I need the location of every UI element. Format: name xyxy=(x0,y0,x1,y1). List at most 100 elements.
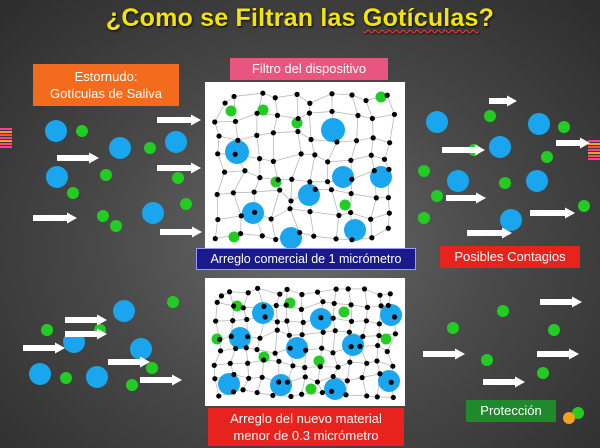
mesh-line xyxy=(332,330,336,353)
filter-node xyxy=(376,321,382,327)
filter-node xyxy=(254,389,260,396)
filter-node xyxy=(360,333,366,340)
filter-node xyxy=(212,376,218,382)
contagion-label: Posibles Contagios xyxy=(440,246,580,268)
filter-node xyxy=(245,290,251,296)
filter-node xyxy=(312,152,318,158)
filter-node xyxy=(226,289,233,295)
mesh-line xyxy=(217,215,242,220)
mesh-line xyxy=(290,179,293,201)
filter-label: Filtro del dispositivo xyxy=(230,58,388,80)
large-droplet xyxy=(29,363,51,385)
arrow-right-icon xyxy=(556,137,590,149)
filter-node xyxy=(215,216,221,223)
mesh-line xyxy=(229,348,237,364)
filter-node xyxy=(270,158,277,164)
filter-node xyxy=(286,332,292,338)
filter-node xyxy=(277,291,283,297)
filter-node xyxy=(216,393,222,399)
mesh-line xyxy=(214,219,219,239)
filter-node xyxy=(297,229,303,236)
mesh-line xyxy=(272,115,278,133)
filter-node xyxy=(330,373,336,380)
filter-node xyxy=(370,135,376,141)
filter-node xyxy=(294,91,300,97)
filter-node xyxy=(377,371,383,377)
filter-node xyxy=(363,318,370,324)
filter-node xyxy=(390,363,396,369)
small-droplet xyxy=(180,198,192,210)
small-droplet xyxy=(499,177,511,189)
small-droplet xyxy=(338,306,350,318)
large-droplet xyxy=(321,118,345,142)
arrow-right-icon xyxy=(483,376,525,388)
filter-node xyxy=(299,291,305,298)
mesh-line xyxy=(244,170,261,178)
small-droplet xyxy=(305,383,317,395)
small-droplet xyxy=(447,322,459,334)
filter-node xyxy=(319,389,326,396)
filter-node xyxy=(346,329,352,335)
small-droplet xyxy=(146,362,158,374)
filter-node xyxy=(302,364,308,371)
filter-node xyxy=(376,332,382,339)
mesh-line xyxy=(304,366,321,368)
filter-node xyxy=(314,289,321,295)
filter-node xyxy=(314,379,321,385)
mesh-line xyxy=(364,288,381,296)
mesh-line xyxy=(235,121,239,141)
filter-node xyxy=(307,209,313,215)
filter-node xyxy=(212,119,218,125)
mesh-line xyxy=(216,172,225,195)
filter-node xyxy=(317,364,323,370)
large-droplet xyxy=(324,378,346,400)
commercial-arrangement-label: Arreglo comercial de 1 micrómetro xyxy=(196,248,416,270)
mesh-line xyxy=(286,320,304,323)
filter-node xyxy=(299,332,305,338)
mesh-line xyxy=(327,141,338,162)
filter-node xyxy=(374,394,380,400)
filter-node xyxy=(284,379,291,385)
mesh-line xyxy=(297,131,302,154)
mesh-line xyxy=(259,329,278,339)
arrow-right-icon xyxy=(157,114,201,126)
mesh-line xyxy=(272,395,291,397)
filter-node xyxy=(374,358,380,364)
arrow-right-icon xyxy=(108,356,150,368)
large-droplet xyxy=(45,120,67,142)
mesh-line xyxy=(270,189,281,220)
filter-node xyxy=(307,100,313,106)
mesh-line xyxy=(256,132,274,136)
filter-node xyxy=(237,231,244,237)
filter-node xyxy=(257,156,263,162)
large-droplet xyxy=(142,202,164,224)
filter-node xyxy=(348,318,355,324)
arrow-right-icon xyxy=(140,374,182,386)
small-droplet xyxy=(231,300,243,312)
filter-node xyxy=(254,346,260,353)
filter-node xyxy=(218,293,225,299)
filter-node xyxy=(246,375,252,381)
filter-node xyxy=(328,187,335,193)
filter-node xyxy=(386,210,392,216)
mesh-line xyxy=(335,215,340,239)
small-droplet xyxy=(257,104,269,116)
mesh-line xyxy=(371,227,389,239)
filter-node xyxy=(300,319,306,326)
small-droplet xyxy=(228,231,240,243)
orange-dot xyxy=(563,412,575,424)
filter-node xyxy=(284,318,290,324)
filter-node xyxy=(331,300,337,307)
mesh-line xyxy=(242,292,249,308)
filter-node xyxy=(373,195,379,201)
mesh-line xyxy=(214,363,231,366)
filter-node xyxy=(303,347,309,353)
arrow-right-icon xyxy=(423,348,465,360)
filter-node xyxy=(216,133,222,139)
mesh-line xyxy=(232,192,242,217)
filter-node xyxy=(387,140,393,146)
filter-node xyxy=(230,190,236,196)
filter-node xyxy=(329,108,335,115)
filter-node xyxy=(235,137,241,143)
